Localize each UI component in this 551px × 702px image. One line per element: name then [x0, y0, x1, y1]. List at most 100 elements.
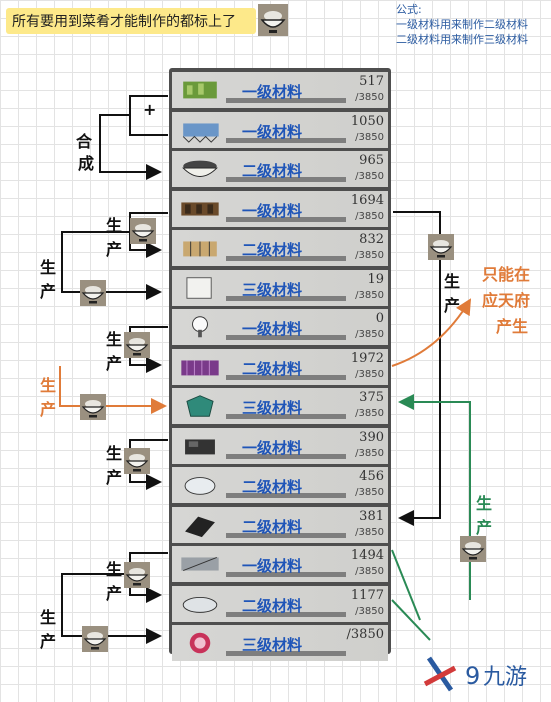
bowl-dish-icon: [130, 218, 156, 244]
material-row: 三级材料/3850: [172, 625, 388, 661]
material-quantity: 517: [359, 74, 384, 89]
material-row: 一级材料 0/3850: [172, 309, 388, 345]
green-herb-icon: [178, 76, 222, 104]
material-capacity: /3850: [355, 408, 384, 419]
material-capacity: /3850: [355, 250, 384, 261]
shengchan-label: 生产: [106, 560, 123, 603]
material-name: 一级材料: [242, 122, 303, 141]
material-quantity: 456: [359, 469, 384, 484]
bowl-dish-icon: [80, 394, 106, 420]
blue-fabric-icon: [178, 116, 222, 144]
shengchan-label: 生产: [444, 272, 461, 315]
shengchan-label: 生产: [106, 444, 123, 487]
bowl-dish-icon: [460, 536, 486, 562]
material-quantity: 1494: [350, 548, 384, 563]
material-name: 二级材料: [242, 596, 303, 615]
material-progress-track: [226, 493, 346, 498]
shengchan-label: 生产: [106, 330, 123, 373]
svg-text:九游: 九游: [483, 665, 527, 690]
material-capacity: /3850: [355, 368, 384, 380]
material-capacity: /3850: [355, 289, 384, 301]
formula-line-1: 一级材料用来制作二级材料: [396, 18, 528, 31]
red-seal-icon: [178, 629, 222, 657]
hecheng-char-2: 成: [78, 154, 95, 173]
black-ink-icon: [178, 511, 222, 539]
white-stone-icon: [178, 471, 222, 499]
material-quantity: 375: [359, 390, 384, 405]
material-progress-track: [226, 374, 346, 380]
material-quantity: 0: [375, 311, 384, 326]
note-highlight: [6, 8, 256, 34]
material-capacity: /3850: [355, 447, 384, 459]
material-name: 一级材料: [242, 320, 303, 338]
material-quantity: 832: [359, 232, 384, 247]
material-progress-track: [226, 572, 346, 577]
material-name: 三级材料: [242, 636, 303, 654]
material-name: 二级材料: [242, 478, 303, 496]
teal-garment-icon: [178, 392, 222, 420]
material-name: 一级材料: [242, 557, 303, 575]
bowl-dish-icon: [428, 234, 454, 260]
material-capacity: /3850: [355, 92, 384, 103]
material-name: 二级材料: [242, 359, 303, 378]
material-name: 二级材料: [242, 241, 303, 259]
material-name: 二级材料: [242, 162, 303, 180]
material-progress-track: [226, 137, 346, 143]
material-capacity: /3850: [355, 605, 384, 617]
material-progress-track: [226, 611, 346, 617]
header-note: 所有要用到菜肴才能制作的都标上了: [12, 14, 236, 30]
material-row: 一级材料 1694/3850: [172, 190, 388, 227]
material-quantity: 1694: [350, 192, 384, 208]
formula-line-2: 二级材料用来制作三级材料: [396, 33, 528, 46]
material-capacity: /3850: [355, 171, 384, 182]
material-quantity: 381: [359, 508, 384, 524]
material-row: 二级材料 965/3850: [172, 151, 388, 187]
material-capacity: /3850: [355, 131, 384, 143]
material-row: 二级材料 1177/3850: [172, 585, 388, 622]
material-progress-track: [226, 295, 346, 301]
coal-icon: [178, 432, 222, 460]
material-progress-track: [226, 414, 346, 419]
svg-text:9: 9: [465, 662, 480, 690]
material-name: 三级材料: [242, 399, 303, 417]
material-name: 一级材料: [242, 438, 303, 457]
material-row: 一级材料 517/3850: [172, 72, 388, 108]
logo-watermark-icon: 9 九游: [421, 654, 531, 694]
material-quantity: 1177: [350, 587, 384, 603]
wood-logs-icon: [178, 195, 222, 223]
material-capacity: /3850: [355, 210, 384, 222]
material-progress-track: [226, 453, 346, 459]
material-progress-track: [226, 98, 346, 103]
shengchan-label: 生产: [40, 258, 57, 301]
material-quantity: 965: [359, 153, 384, 168]
material-name: 一级材料: [242, 83, 303, 101]
bowl-food-icon: [178, 155, 222, 183]
material-progress-track: [226, 335, 346, 340]
material-progress-track: [226, 177, 346, 182]
bowl-dish-icon: [258, 4, 288, 36]
material-progress-track: [226, 651, 346, 656]
material-capacity: /3850: [355, 566, 384, 577]
material-progress-track: [226, 532, 346, 538]
material-capacity: /3850: [355, 487, 384, 498]
right-note: 只能在 应天府 产生: [482, 265, 531, 336]
hecheng-char-1: 合: [76, 132, 93, 151]
material-row: 二级材料 832/3850: [172, 230, 388, 266]
bowl-dish-icon: [82, 626, 108, 652]
material-capacity: /3850: [355, 526, 384, 538]
material-quantity: 390: [359, 429, 384, 445]
material-row: 一级材料 1494/3850: [172, 546, 388, 582]
material-name: 一级材料: [242, 201, 303, 220]
bowl-dish-icon: [124, 562, 150, 588]
material-name: 二级材料: [242, 517, 303, 536]
formula-block: 公式: 一级材料用来制作二级材料 二级材料用来制作三级材料: [396, 2, 528, 47]
material-row: 一级材料 390/3850: [172, 427, 388, 464]
shengchan-label-green: 生产: [476, 494, 493, 537]
material-name: 三级材料: [242, 280, 303, 299]
material-progress-track: [226, 256, 346, 261]
material-capacity: /3850: [355, 329, 384, 340]
